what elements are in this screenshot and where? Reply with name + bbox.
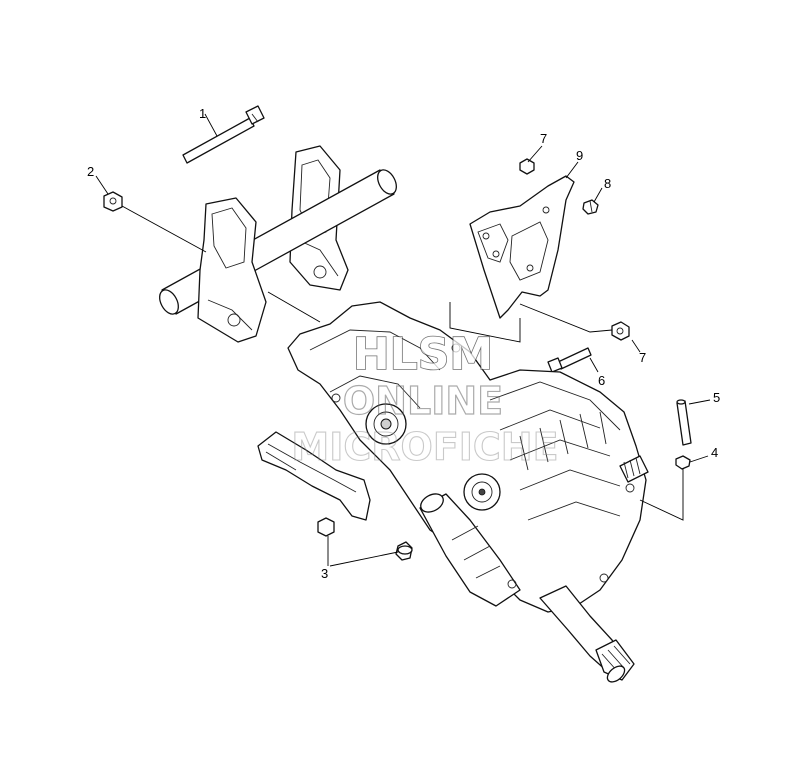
part-7-nut-top — [519, 158, 535, 175]
part-4-plug — [675, 455, 691, 470]
callout-3: 3 — [321, 566, 328, 581]
part-6-bolt — [547, 347, 592, 373]
part-5-pin — [676, 399, 692, 446]
callout-labels: 1 2 7 9 8 7 6 5 4 3 — [87, 106, 720, 581]
callout-1: 1 — [199, 106, 206, 121]
watermark-line-1: HLSM — [353, 329, 493, 380]
callout-8: 8 — [604, 176, 611, 191]
part-9-bracket-plate — [469, 175, 575, 319]
callout-2: 2 — [87, 164, 94, 179]
transaxle-gearcase — [287, 301, 649, 683]
part-3-bolt-a — [317, 517, 335, 537]
callout-6: 6 — [598, 373, 605, 388]
part-2-nut — [103, 191, 123, 212]
watermark-line-3: MICROFICHE — [291, 425, 558, 469]
callout-7-top: 7 — [540, 131, 547, 146]
watermark: HLSM ONLINE MICROFICHE — [291, 328, 559, 469]
callout-9: 9 — [576, 148, 583, 163]
callout-5: 5 — [713, 390, 720, 405]
skid-plate-bracket — [257, 431, 371, 521]
part-8-bolt — [582, 199, 599, 215]
mount-bracket-assembly — [159, 145, 397, 343]
callout-4: 4 — [711, 445, 718, 460]
callout-7-right: 7 — [639, 350, 646, 365]
part-3-bolt-b — [395, 541, 413, 561]
part-7-nut-right — [611, 321, 630, 341]
watermark-line-2: ONLINE — [343, 379, 503, 423]
leader-lines — [95, 113, 711, 567]
part-1-bolt — [182, 105, 265, 164]
